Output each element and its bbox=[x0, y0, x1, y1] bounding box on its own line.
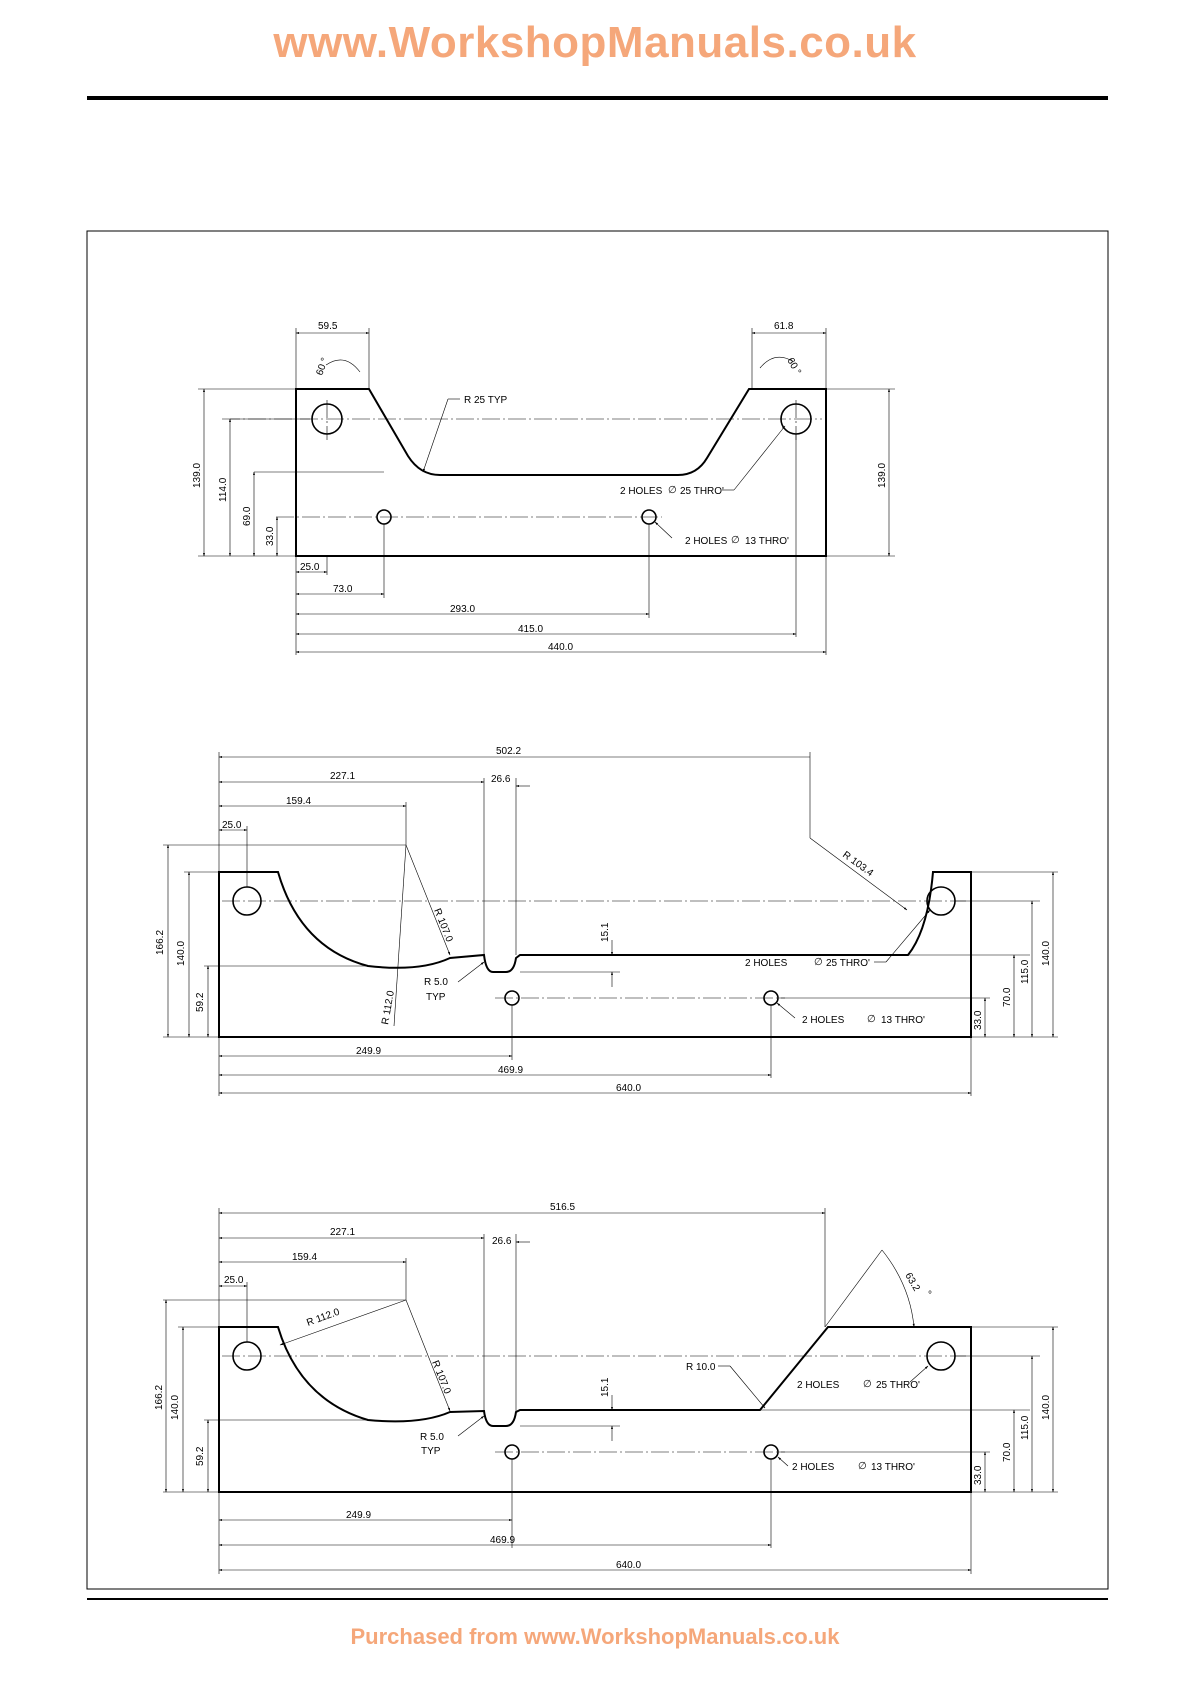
large-holes-count: 2 HOLES bbox=[797, 1380, 840, 1391]
angle-right: 60 ° bbox=[784, 356, 802, 377]
small-holes-spec: 13 THRO' bbox=[745, 536, 789, 547]
drawing-2-bracket: 502.2 227.1 26.6 159.4 25.0 R 103.4 R 10… bbox=[155, 746, 1058, 1096]
dim-140-right: 140.0 bbox=[1041, 1395, 1052, 1420]
large-holes-spec: 25 THRO' bbox=[826, 958, 870, 969]
bracket-2-outline bbox=[218, 871, 972, 1038]
dim-140-right: 140.0 bbox=[1041, 941, 1052, 966]
dim-140-left: 140.0 bbox=[176, 941, 187, 966]
bracket-1-outline bbox=[295, 388, 827, 557]
dim-114: 114.0 bbox=[218, 477, 229, 502]
drawing-3-bracket: 516.5 227.1 26.6 159.4 25.0 63.2 ° R 112… bbox=[154, 1202, 1058, 1574]
dim-293: 293.0 bbox=[450, 604, 475, 615]
dim-33: 33.0 bbox=[973, 1465, 984, 1485]
dim-top-left-width: 59.5 bbox=[318, 321, 338, 332]
large-holes-count: 2 HOLES bbox=[620, 486, 663, 497]
small-holes-spec: 13 THRO' bbox=[871, 1462, 915, 1473]
diameter-symbol-icon: ∅ bbox=[731, 535, 740, 546]
small-holes-count: 2 HOLES bbox=[802, 1015, 845, 1026]
drawing-1-bracket: 59.5 61.8 60 ° 60 ° R 25 TYP 2 HOLES ∅ 2… bbox=[192, 321, 895, 655]
site-footer-purchase: Purchased from www.WorkshopManuals.co.uk bbox=[350, 1624, 840, 1649]
dim-159: 159.4 bbox=[292, 1252, 317, 1263]
drawing-border bbox=[86, 230, 1109, 1590]
dim-140-left: 140.0 bbox=[170, 1395, 181, 1420]
radius-10: R 10.0 bbox=[686, 1362, 716, 1373]
diameter-symbol-icon: ∅ bbox=[858, 1461, 867, 1472]
dim-73: 73.0 bbox=[333, 584, 353, 595]
dim-33: 33.0 bbox=[973, 1010, 984, 1030]
small-holes-spec: 13 THRO' bbox=[881, 1015, 925, 1026]
footer-divider bbox=[87, 1598, 1108, 1600]
dim-70: 70.0 bbox=[1002, 1442, 1013, 1462]
radius-note: R 25 TYP bbox=[464, 395, 507, 406]
large-holes-count: 2 HOLES bbox=[745, 958, 788, 969]
dim-69: 69.0 bbox=[242, 506, 253, 526]
diameter-symbol-icon: ∅ bbox=[668, 485, 677, 496]
dim-25: 25.0 bbox=[222, 820, 242, 831]
dim-249: 249.9 bbox=[356, 1046, 381, 1057]
dim-469: 469.9 bbox=[490, 1535, 515, 1546]
large-holes-spec: 25 THRO' bbox=[876, 1380, 920, 1391]
radius-112: R 112.0 bbox=[305, 1307, 341, 1329]
dim-115: 115.0 bbox=[1020, 959, 1031, 984]
dim-640: 640.0 bbox=[616, 1083, 641, 1094]
small-holes-count: 2 HOLES bbox=[792, 1462, 835, 1473]
dim-26-6: 26.6 bbox=[492, 1236, 512, 1247]
dim-15: 15.1 bbox=[600, 1377, 611, 1397]
dim-227: 227.1 bbox=[330, 1227, 355, 1238]
dim-159: 159.4 bbox=[286, 796, 311, 807]
dim-59: 59.2 bbox=[195, 1446, 206, 1466]
header-divider bbox=[87, 96, 1108, 100]
dim-33: 33.0 bbox=[265, 526, 276, 546]
dim-415: 415.0 bbox=[518, 624, 543, 635]
large-holes-spec: 25 THRO' bbox=[680, 486, 724, 497]
dim-516: 516.5 bbox=[550, 1202, 575, 1213]
dim-115: 115.0 bbox=[1020, 1415, 1031, 1440]
dim-227: 227.1 bbox=[330, 771, 355, 782]
dim-640: 640.0 bbox=[616, 1560, 641, 1571]
dim-440: 440.0 bbox=[548, 642, 573, 653]
diameter-symbol-icon: ∅ bbox=[863, 1379, 872, 1390]
dim-height-right: 139.0 bbox=[877, 463, 888, 488]
dim-top-right-width: 61.8 bbox=[774, 321, 794, 332]
typ-label: TYP bbox=[426, 992, 446, 1003]
angle-unit: ° bbox=[928, 1290, 932, 1301]
dim-166: 166.2 bbox=[154, 1385, 165, 1410]
dim-469: 469.9 bbox=[498, 1065, 523, 1076]
dim-15: 15.1 bbox=[600, 922, 611, 942]
radius-107: R 107.0 bbox=[431, 907, 454, 944]
dim-166: 166.2 bbox=[155, 930, 166, 955]
radius-107: R 107.0 bbox=[429, 1359, 452, 1396]
dim-249: 249.9 bbox=[346, 1510, 371, 1521]
dim-59: 59.2 bbox=[195, 992, 206, 1012]
dim-25: 25.0 bbox=[224, 1275, 244, 1286]
diameter-symbol-icon: ∅ bbox=[867, 1014, 876, 1025]
angle-left: 60 ° bbox=[314, 356, 330, 377]
dim-502: 502.2 bbox=[496, 746, 521, 757]
dim-height-left: 139.0 bbox=[192, 463, 203, 488]
dim-70: 70.0 bbox=[1002, 987, 1013, 1007]
radius-5: R 5.0 bbox=[424, 977, 448, 988]
small-holes-count: 2 HOLES bbox=[685, 536, 728, 547]
typ-label: TYP bbox=[421, 1446, 441, 1457]
dim-26-6: 26.6 bbox=[491, 774, 511, 785]
dim-25: 25.0 bbox=[300, 562, 320, 573]
diameter-symbol-icon: ∅ bbox=[814, 957, 823, 968]
site-header-url: www.WorkshopManuals.co.uk bbox=[273, 18, 917, 67]
radius-5: R 5.0 bbox=[420, 1432, 444, 1443]
